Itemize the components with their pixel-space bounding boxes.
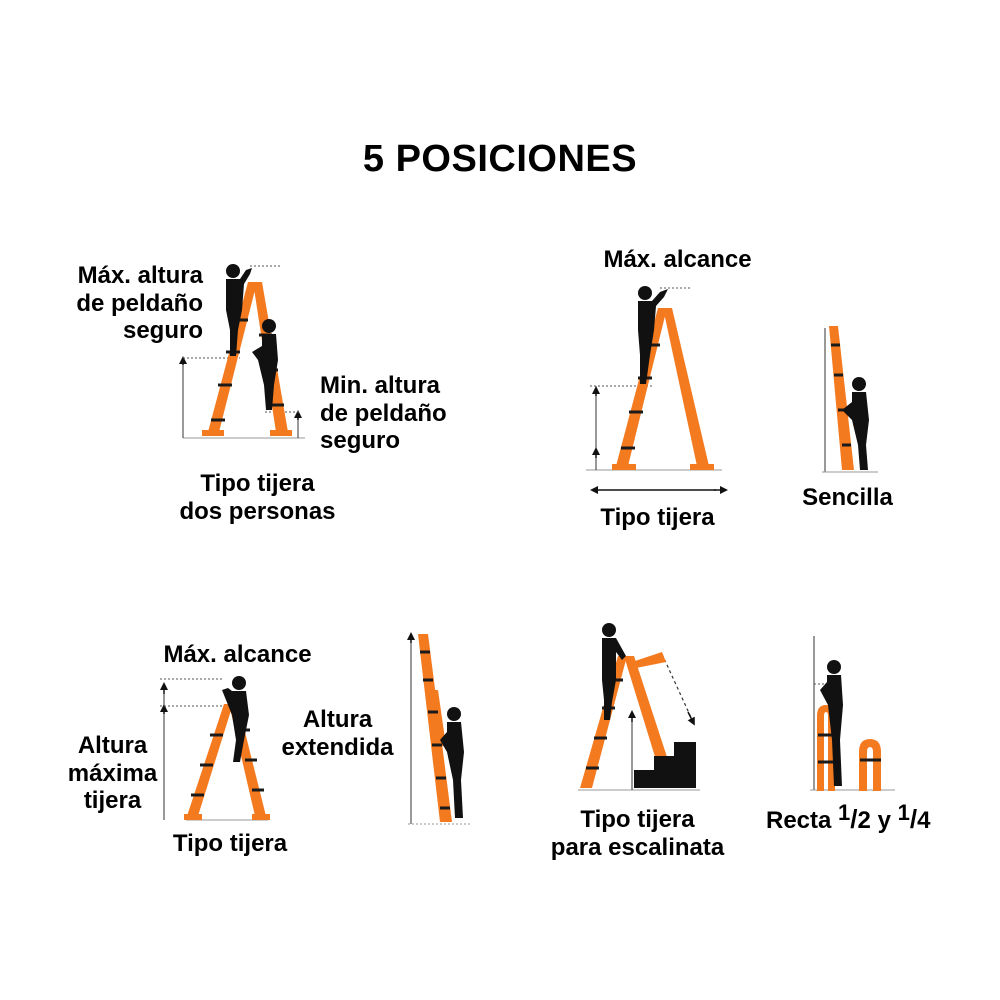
fraction-quarter-numerator: 1 (897, 800, 910, 825)
page-title: 5 POSICIONES (362, 138, 638, 180)
person-silhouette (226, 264, 252, 356)
max-reach-label: Máx. alcance (603, 246, 752, 273)
caption-recta: Recta 1/2 y 1/4 (766, 800, 931, 834)
max-step-height-label: Máx. altura de peldaño seguro (76, 262, 203, 345)
panel-tijera-art (586, 286, 728, 494)
min-step-height-label: Min. altura de peldaño seguro (320, 372, 447, 455)
panel-tijera-maxima-art (160, 676, 270, 821)
panel-escalinata-art (578, 623, 700, 791)
person-silhouette (820, 660, 843, 786)
extended-height-label: Altura extendida (281, 706, 394, 761)
fraction-half-denominator: 2 (857, 807, 871, 834)
person-silhouette (440, 707, 464, 818)
max-scissor-height-label: Altura máxima tijera (67, 732, 158, 815)
max-reach-label: Máx. alcance (163, 641, 312, 668)
caption-recta-prefix: Recta (766, 807, 832, 834)
caption-tipo-tijera: Tipo tijera (600, 504, 715, 531)
person-silhouette (602, 623, 626, 720)
stairs-icon (634, 742, 696, 788)
caption-recta-conj: y (877, 807, 891, 834)
caption-tipo-tijera-maxima: Tipo tijera (172, 830, 288, 857)
caption-tijera-escalinata: Tipo tijera para escalinata (550, 806, 725, 861)
fraction-quarter-denominator: 4 (917, 807, 931, 834)
person-silhouette (638, 286, 668, 384)
panel-sencilla-art (822, 326, 878, 473)
person-silhouette (252, 319, 278, 410)
panel-recta-art (810, 636, 895, 791)
person-silhouette (842, 377, 869, 470)
caption-tijera-dos-personas: Tipo tijera dos personas (179, 470, 336, 525)
panel-tijera-dos-personas-art (179, 264, 305, 439)
person-silhouette (222, 676, 249, 762)
fraction-half-numerator: 1 (838, 800, 851, 825)
panel-extendida-art (407, 632, 472, 825)
caption-sencilla: Sencilla (802, 484, 893, 511)
